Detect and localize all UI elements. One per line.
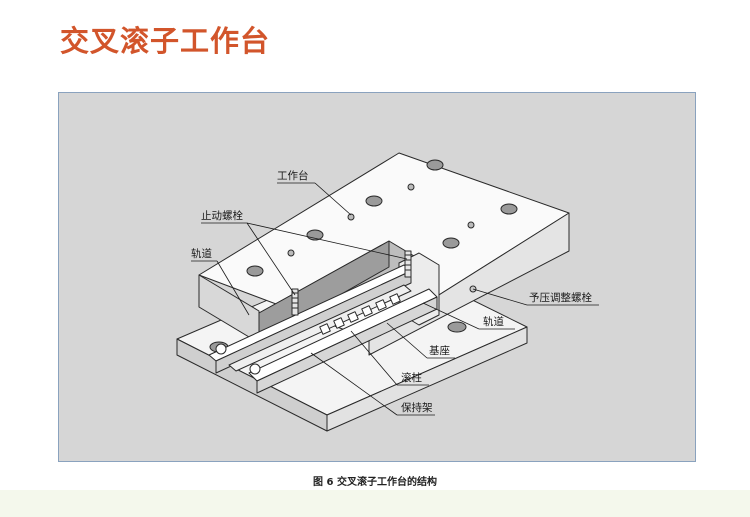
table-small-hole	[347, 213, 355, 221]
stop-bolt-left	[291, 288, 299, 316]
diagram-frame: 工作台 止动螺栓 轨道 予压调整螺栓 轨道 基座 滚柱 保持架	[58, 92, 696, 462]
roller	[347, 311, 359, 323]
leader-table	[314, 182, 352, 216]
table-small-hole	[287, 249, 295, 257]
base-hole	[447, 321, 467, 333]
label-roller: 滚柱	[401, 371, 422, 384]
roller	[319, 323, 331, 335]
stop-bolt-right	[404, 250, 412, 278]
leader-preload	[472, 288, 528, 306]
label-rail-left: 轨道	[191, 247, 212, 260]
page-title: 交叉滚子工作台	[60, 24, 271, 58]
roller	[375, 299, 387, 311]
leader-rail-right	[422, 302, 480, 330]
table-hole	[246, 265, 264, 277]
rail-right-side	[256, 296, 438, 394]
figure-caption: 图 6 交叉滚子工作台的结构	[313, 477, 437, 488]
roller-row	[319, 293, 401, 335]
end-screw-icon	[215, 343, 227, 355]
table-small-hole	[467, 221, 475, 229]
label-base: 基座	[429, 344, 450, 357]
footer-band	[0, 490, 750, 517]
leader-cage	[310, 352, 398, 416]
label-cage: 保持架	[401, 401, 433, 414]
cross-roller-table-diagram: 工作台 止动螺栓 轨道 予压调整螺栓 轨道 基座 滚柱 保持架	[176, 152, 599, 432]
table-hole	[365, 195, 383, 207]
end-screw-icon	[249, 363, 261, 375]
label-stop-bolt: 止动螺栓	[201, 209, 243, 222]
label-table: 工作台	[277, 169, 309, 182]
leader-roller	[350, 330, 398, 386]
leader-stop-bolt	[246, 222, 296, 296]
rail-left-side	[215, 270, 412, 374]
leader-base	[386, 322, 428, 359]
table-small-hole	[407, 183, 415, 191]
label-preload-bolt: 予压调整螺栓	[529, 291, 592, 304]
roller	[361, 305, 373, 317]
roller	[333, 317, 345, 329]
table-hole	[442, 237, 460, 249]
leader-rail-left	[216, 260, 250, 316]
table-hole	[426, 159, 444, 171]
label-rail-right: 轨道	[483, 315, 504, 328]
roller	[389, 293, 401, 305]
base-right-face	[326, 326, 528, 432]
leader-stop-bolt	[246, 222, 408, 260]
table-hole	[500, 203, 518, 215]
